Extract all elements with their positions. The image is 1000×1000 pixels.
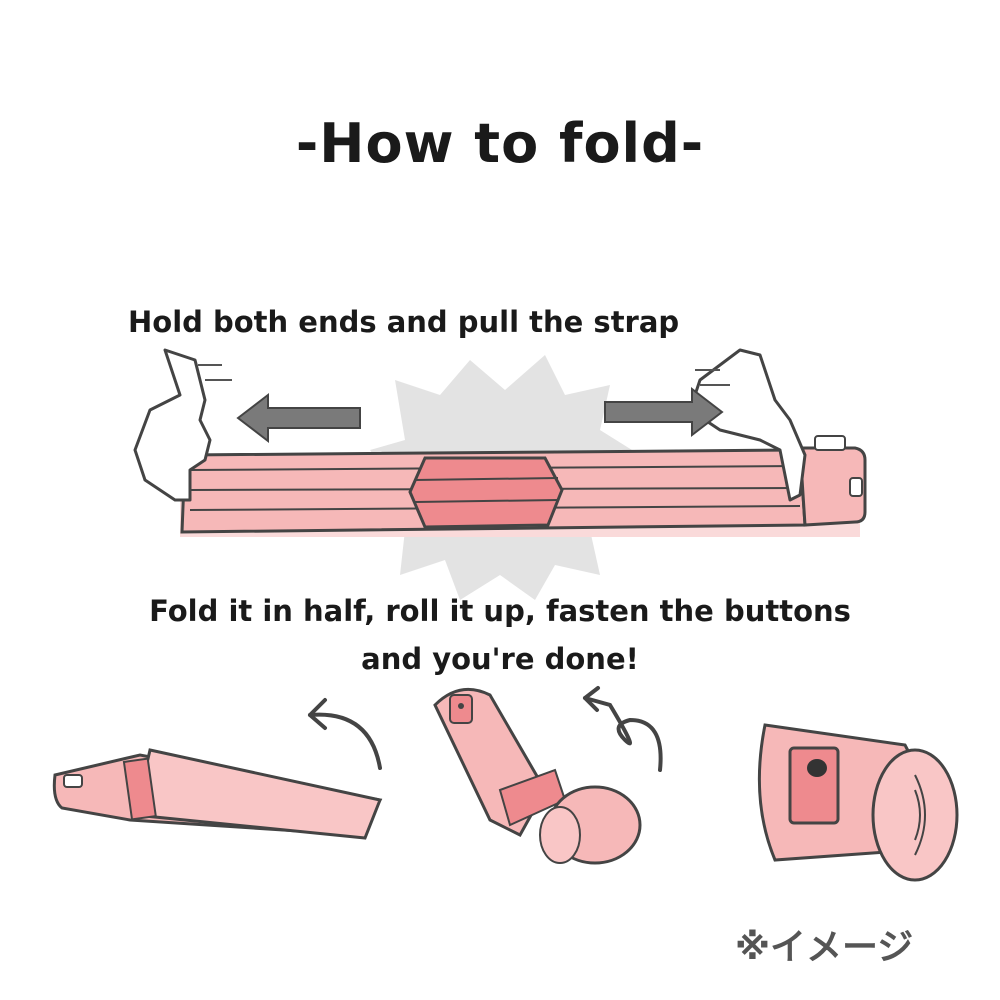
rolling-bag-illustration bbox=[433, 687, 642, 865]
image-note: ※イメージ bbox=[735, 927, 914, 968]
curved-arrow-icon bbox=[583, 696, 663, 772]
left-arrow-icon bbox=[236, 392, 361, 444]
center-strap bbox=[408, 456, 564, 529]
step-instruction-2: Fold it in half, roll it up, fasten the … bbox=[149, 594, 851, 628]
bag-end-cap bbox=[798, 446, 867, 527]
motion-lines bbox=[198, 364, 730, 386]
button-icon bbox=[807, 759, 827, 777]
curved-arrow-head bbox=[308, 698, 327, 730]
hand-icon bbox=[133, 348, 212, 502]
curved-arrow-head bbox=[583, 686, 600, 712]
right-arrow-icon bbox=[604, 386, 724, 438]
strap-line bbox=[414, 477, 559, 481]
button-icon bbox=[63, 774, 83, 788]
curved-arrow-icon bbox=[308, 712, 382, 770]
step-instruction-2-cont: and you're done! bbox=[361, 642, 639, 676]
rolled-bag-illustration bbox=[757, 723, 959, 882]
strap-line bbox=[414, 499, 559, 503]
page-title: -How to fold- bbox=[295, 112, 705, 175]
folded-bag-illustration bbox=[52, 748, 383, 840]
button-icon bbox=[849, 477, 863, 497]
end-cap-tab bbox=[814, 435, 846, 451]
step-instruction-1: Hold both ends and pull the strap bbox=[128, 305, 680, 339]
